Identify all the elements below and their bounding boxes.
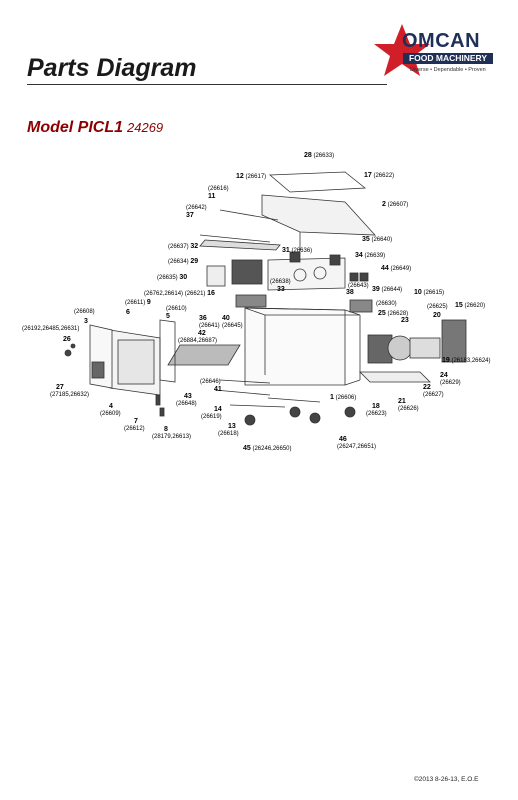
callout-26625: (26625) [427, 304, 448, 310]
callout-6-num: 6 [126, 309, 130, 316]
callout-28: 28 (26633) [304, 152, 335, 159]
logo-subline-bar: FOOD MACHINERY [403, 53, 493, 64]
page-title: Parts Diagram [27, 54, 197, 82]
callout-27: 27(27185,26632) [50, 384, 90, 398]
logo-tagline: Diverse • Dependable • Proven [410, 67, 486, 73]
callout-20: 20 [433, 312, 441, 319]
rail-part [219, 209, 279, 221]
callout-39: 39 (26644) [372, 286, 403, 293]
logo-subline: FOOD MACHINERY [408, 53, 488, 63]
exploded-parts-drawing [64, 171, 467, 426]
callout-22: 22(26627) [423, 384, 444, 398]
control-panel [91, 361, 105, 379]
callout-26: 26 [63, 336, 71, 343]
callout-26638: (26638) [270, 279, 291, 285]
callout-32: (26637) 32 [168, 243, 199, 250]
callout-33: 33 [277, 286, 285, 293]
callout-3: 3(26192,26485,26631) [22, 318, 88, 332]
callout-37: (26642)37 [186, 205, 207, 219]
logo-brand: OMCAN [402, 30, 481, 52]
lid-part [268, 171, 367, 193]
callout-43: 43(26648) [176, 393, 197, 407]
evaporator-coil [231, 259, 263, 285]
callout-34: 34 (26639) [355, 252, 386, 259]
callout-44: 44 (26649) [381, 265, 412, 272]
callout-2: 2 (26607) [382, 201, 409, 208]
callout-29: (26634) 29 [168, 258, 199, 265]
title-rule [27, 84, 387, 85]
model-number: 24269 [127, 120, 164, 135]
callout-41: (26646)41 [200, 379, 222, 393]
callout-19: 19 (26183,26624) [442, 357, 491, 364]
rear-louver [441, 319, 467, 363]
main-cabinet [244, 307, 346, 386]
callout-6: (26608) [74, 309, 95, 315]
callout-35: 35 (26640) [362, 236, 393, 243]
callout-18: 18(26623) [366, 403, 387, 417]
top-cover-part [261, 194, 376, 236]
callout-40: 40(26645) [222, 315, 243, 329]
callout-9: (26611) 9 [125, 299, 151, 306]
wire-shelf [167, 344, 241, 366]
callout-15: 15 (26620) [455, 302, 486, 309]
callout-26630: (26630) [376, 301, 397, 307]
callout-17: 17 (26622) [364, 172, 395, 179]
callout-10: 10 (26615) [414, 289, 445, 296]
caster [244, 414, 256, 426]
callout-23: 23 [401, 317, 409, 324]
callout-1: 1 (26606) [330, 394, 357, 401]
callout-16: (26762,26614) (26621) 16 [144, 290, 215, 297]
omcan-logo: OMCAN FOOD MACHINERY Diverse • Dependabl… [372, 22, 500, 80]
model-label: Model PICL1 [27, 119, 124, 136]
callout-25: 25 (26628) [378, 310, 409, 317]
callout-7: 7(26612) [124, 418, 145, 432]
callout-38: 38 [346, 289, 354, 296]
callout-30: (26635) 30 [157, 274, 188, 281]
callout-8: 8(28179,26613) [152, 426, 192, 440]
callout-46: 46(26247,26651) [337, 436, 377, 450]
callout-45: 45 (26246,26650) [243, 445, 292, 452]
callout-14: 14(26619) [201, 406, 222, 420]
callout-31: 31 (26636) [282, 247, 313, 254]
copyright-footer: ©2013 8-26-13, E.O.E [414, 776, 479, 783]
callout-13: 13(26618) [218, 423, 239, 437]
callout-4: 4(26609) [100, 403, 121, 417]
callout-36: 36(26641) [199, 315, 220, 329]
callout-26643: (26643) [348, 283, 369, 289]
callout-24: 24(26629) [440, 372, 461, 386]
callout-12: 12 (26617) [236, 173, 267, 180]
callout-21: 21(26626) [398, 398, 419, 412]
callout-11: (26616)11 [208, 186, 229, 200]
callout-5: (26610)5 [166, 306, 187, 320]
callout-42: 42(26884,26687) [178, 330, 218, 344]
